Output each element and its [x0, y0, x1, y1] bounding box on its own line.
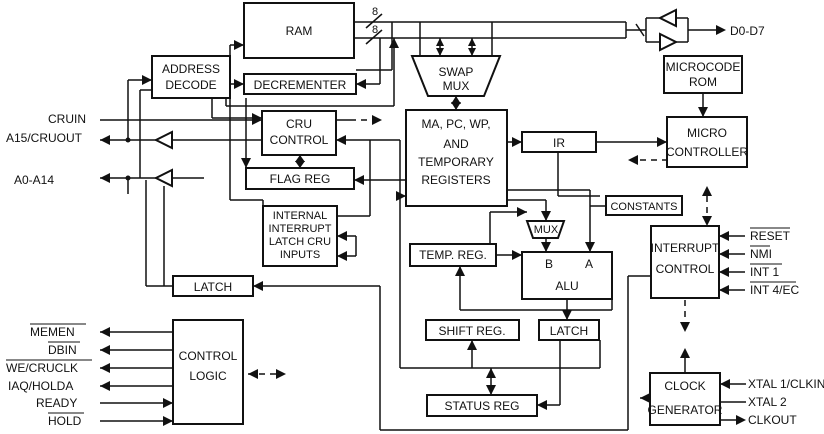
signal-reset: RESET — [750, 229, 791, 243]
alu-label: ALU — [555, 279, 578, 293]
micro-controller-label-1: MICRO — [687, 126, 727, 140]
status-reg-block: STATUS REG — [426, 394, 538, 417]
latch-alu-block: LATCH — [538, 319, 600, 341]
signal-hold: HOLD — [48, 414, 82, 428]
micro-controller-label-2: CONTROLLER — [666, 145, 748, 159]
cru-control-label-1: CRU — [286, 117, 312, 131]
constants-block: CONSTANTS — [605, 195, 683, 216]
latch-left-block: LATCH — [172, 275, 254, 297]
decrementer-block: DECREMENTER — [243, 73, 357, 95]
swap-mux-label-2: MUX — [443, 79, 470, 93]
ir-block: IR — [521, 131, 597, 153]
signal-int1: INT 1 — [750, 265, 779, 279]
signal-xtal2: XTAL 2 — [748, 395, 787, 409]
registers-label-1: MA, PC, WP, — [421, 117, 490, 131]
signal-a0-a14: A0-A14 — [14, 173, 54, 187]
signal-cruin: CRUIN — [48, 112, 86, 126]
mux-label: MUX — [534, 224, 559, 236]
signal-xtal1-clkin: XTAL 1/CLKIN — [748, 377, 824, 391]
ram-label: RAM — [286, 24, 313, 38]
control-logic-block: CONTROL LOGIC — [172, 319, 244, 425]
ram-block: RAM — [243, 2, 355, 59]
signal-we-cruclk: WE/CRUCLK — [6, 361, 78, 375]
interrupt-latch-label-3: LATCH CRU — [269, 236, 331, 248]
registers-label-3: TEMPORARY — [418, 155, 494, 169]
interrupt-control-label-1: INTERRUPT — [651, 241, 720, 255]
left-io: CRUIN A15/CRUOUT A0-A14 — [6, 75, 262, 287]
swap-mux-block: SWAP MUX — [410, 55, 502, 97]
interrupt-latch-label-4: INPUTS — [280, 249, 320, 261]
alu-input-b-label: B — [545, 257, 553, 271]
swap-mux-label-1: SWAP — [439, 65, 474, 79]
flag-reg-label: FLAG REG — [270, 172, 331, 186]
interrupt-latch-label-1: INTERNAL — [273, 210, 327, 222]
constants-label: CONSTANTS — [610, 201, 677, 213]
mux-block: MUX — [525, 220, 566, 239]
core-paths — [396, 93, 708, 410]
micro-controller-block: MICRO CONTROLLER — [666, 116, 748, 168]
interrupt-latch-label-2: INTERRUPT — [269, 223, 332, 235]
signal-ready: READY — [36, 396, 77, 410]
signal-a15-cruout: A15/CRUOUT — [6, 131, 83, 145]
status-reg-label: STATUS REG — [445, 399, 520, 413]
signal-dbin: DBIN — [48, 343, 77, 357]
interrupt-control-block: INTERRUPT CONTROL — [650, 225, 720, 299]
signal-nmi: NMI — [750, 247, 772, 261]
interrupt-control-label-2: CONTROL — [656, 262, 715, 276]
cru-control-label-2: CONTROL — [270, 133, 329, 147]
cru-paths — [253, 115, 651, 431]
control-logic-label-1: CONTROL — [179, 349, 238, 363]
clock-generator-label-1: CLOCK — [664, 379, 705, 393]
clock-generator-block: CLOCK GENERATOR — [648, 372, 723, 426]
address-decode-block: ADDRESS DECODE — [151, 55, 231, 99]
signal-int4-ec: INT 4/EC — [750, 283, 799, 297]
bus-width-upper: 8 — [372, 6, 378, 18]
registers-label-4: REGISTERS — [421, 173, 490, 187]
data-bus: 8 8 D0-D7 — [354, 6, 765, 56]
signal-d0-d7: D0-D7 — [730, 24, 765, 38]
control-logic-io: MEMEN DBIN WE/CRUCLK IAQ/HOLDA READY HOL… — [6, 323, 286, 428]
microcode-rom-label-2: ROM — [689, 75, 717, 89]
shift-reg-block: SHIFT REG. — [425, 319, 520, 341]
cru-control-block: CRU CONTROL — [261, 110, 337, 156]
right-io: RESET NMI INT 1 INT 4/EC XTAL 1/CLKIN XT… — [640, 186, 824, 427]
alu-block: B A ALU — [521, 251, 613, 300]
latch-left-label: LATCH — [194, 280, 232, 294]
clock-generator-label-2: GENERATOR — [648, 403, 723, 417]
flag-reg-block: FLAG REG — [245, 167, 355, 190]
address-decode-label-2: DECODE — [165, 78, 216, 92]
microcode-rom-block: MICROCODE ROM — [663, 55, 743, 94]
bus-width-lower: 8 — [372, 24, 378, 36]
microcode-rom-label-1: MICROCODE — [666, 60, 741, 74]
ir-label: IR — [553, 136, 565, 150]
decrementer-label: DECREMENTER — [254, 78, 347, 92]
shift-reg-label: SHIFT REG. — [438, 324, 505, 338]
alu-input-a-label: A — [585, 257, 593, 271]
signal-iaq-holda: IAQ/HOLDA — [8, 379, 73, 393]
interrupt-latch-block: INTERNAL INTERRUPT LATCH CRU INPUTS — [262, 205, 338, 267]
registers-label-2: AND — [443, 137, 469, 151]
registers-block: MA, PC, WP, AND TEMPORARY REGISTERS — [405, 109, 508, 207]
temp-reg-block: TEMP. REG. — [409, 243, 497, 267]
signal-memen: MEMEN — [30, 325, 75, 339]
address-decode-label-1: ADDRESS — [162, 62, 220, 76]
signal-clkout: CLKOUT — [748, 413, 797, 427]
address-path — [211, 22, 399, 206]
control-logic-label-2: LOGIC — [189, 369, 227, 383]
latch-alu-label: LATCH — [550, 324, 588, 338]
temp-reg-label: TEMP. REG. — [419, 248, 487, 262]
